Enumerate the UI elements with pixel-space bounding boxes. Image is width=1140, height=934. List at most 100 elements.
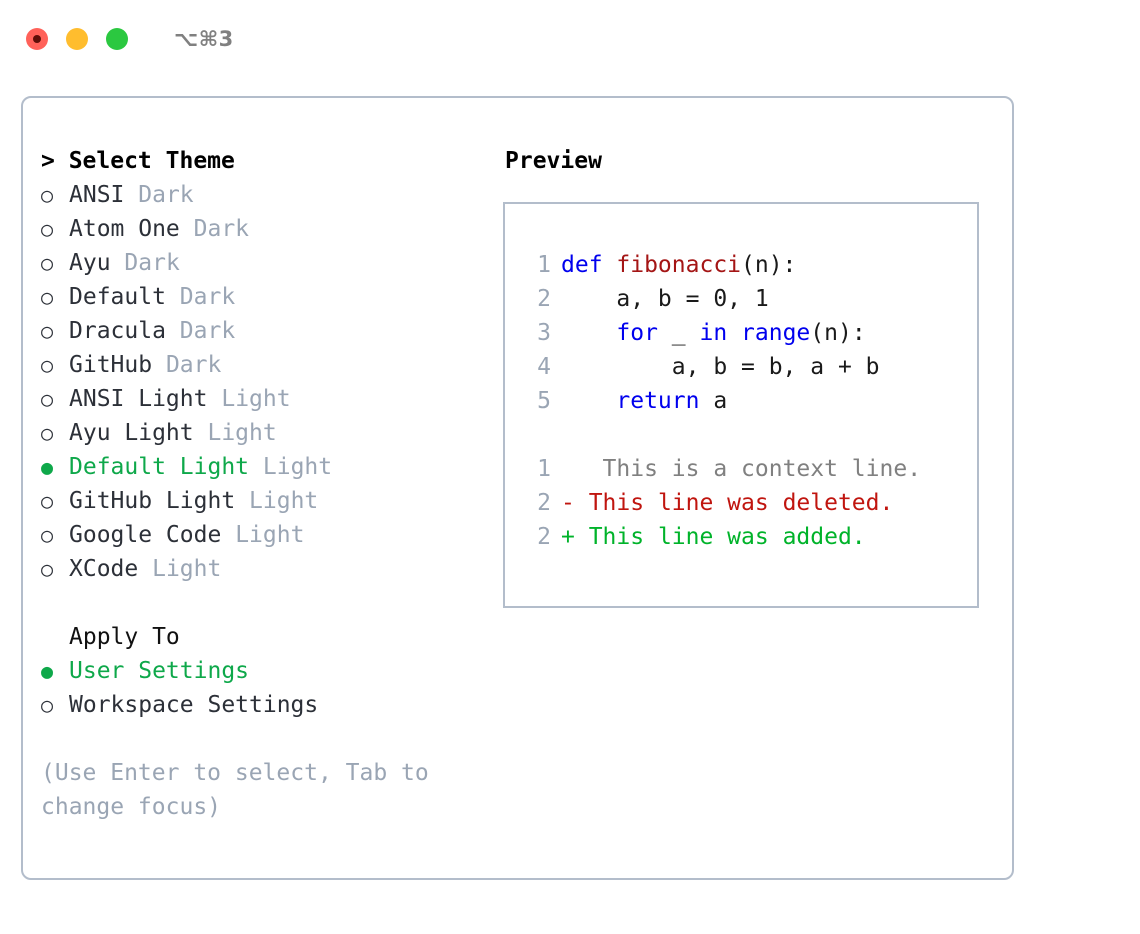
radio-unselected-icon: ○ — [41, 217, 54, 241]
label-badge-gap — [207, 382, 221, 416]
theme-variant-badge: Dark — [193, 216, 250, 242]
radio-unselected-icon: ○ — [41, 523, 54, 547]
code-token-kw: range — [741, 320, 811, 346]
code-line-text: def fibonacci(n): — [561, 248, 796, 282]
theme-option-github-light[interactable]: ○ GitHub Light Light — [41, 484, 503, 518]
radio-unselected-icon: ○ — [41, 489, 54, 513]
theme-option-ansi-light[interactable]: ○ ANSI Light Light — [41, 382, 503, 416]
theme-variant-badge: Dark — [124, 250, 180, 276]
apply-to-option-workspace-settings[interactable]: ○Workspace Settings — [41, 688, 503, 722]
theme-option-default[interactable]: ○Default Dark — [41, 280, 503, 314]
theme-option-xcode[interactable]: ○ XCode Light — [41, 552, 503, 586]
keyboard-shortcut-label: ⌥⌘3 — [174, 27, 234, 51]
code-token-plain: a, b = b, a + b — [561, 354, 880, 380]
maximize-button[interactable] — [106, 28, 128, 50]
label-badge-gap — [111, 246, 125, 280]
label-badge-gap — [166, 314, 180, 348]
diff-line-text: This line was added. — [574, 524, 866, 550]
preview-heading: Preview — [505, 148, 602, 174]
theme-option-default-light[interactable]: ●Default Light Light — [41, 450, 503, 484]
theme-option-list: ○ANSI Dark○Atom One Dark○Ayu Dark○Defaul… — [41, 178, 503, 586]
line-number: 4 — [537, 354, 551, 380]
code-token-plain: a, b = 0, 1 — [561, 286, 769, 312]
theme-option-ayu[interactable]: ○Ayu Dark — [41, 246, 503, 280]
code-line-text: a, b = b, a + b — [561, 350, 880, 384]
theme-variant-badge: Light — [249, 488, 319, 514]
code-line-text: for _ in range(n): — [561, 316, 866, 350]
radio-unselected-icon: ○ — [41, 557, 54, 581]
label-badge-gap — [194, 416, 208, 450]
radio-unselected-icon: ○ — [41, 183, 54, 207]
code-token-plain: a — [699, 388, 728, 414]
theme-option-label: GitHub — [69, 352, 153, 378]
diff-line-del: 2- This line was deleted. — [525, 486, 977, 520]
theme-option-label: Default Light — [69, 454, 250, 480]
code-token-plain: _ — [657, 320, 700, 346]
theme-variant-badge: Light — [207, 420, 277, 446]
code-line-text: return a — [561, 384, 727, 418]
theme-option-label: XCode — [69, 556, 139, 582]
theme-option-label: GitHub Light — [69, 488, 236, 514]
radio-unselected-icon: ○ — [41, 251, 54, 275]
radio-selected-icon: ● — [41, 455, 54, 479]
label-badge-gap — [124, 178, 138, 212]
theme-option-ansi[interactable]: ○ANSI Dark — [41, 178, 503, 212]
theme-variant-badge: Light — [235, 522, 305, 548]
theme-option-label: Ayu Light — [69, 420, 194, 446]
radio-unselected-icon: ○ — [41, 421, 54, 445]
code-line: 4 a, b = b, a + b — [525, 350, 977, 384]
theme-option-github[interactable]: ○ GitHub Dark — [41, 348, 503, 382]
label-badge-gap — [235, 484, 249, 518]
code-diff-spacer — [525, 418, 977, 452]
theme-option-label: Google Code — [69, 522, 222, 548]
diff-line-text: This is a context line. — [574, 456, 922, 482]
line-number: 3 — [537, 320, 551, 346]
diff-line-text: This line was deleted. — [574, 490, 894, 516]
diff-sample: 1 This is a context line.2- This line wa… — [525, 452, 977, 554]
theme-option-label: Atom One — [69, 216, 180, 242]
label-badge-gap — [166, 280, 180, 314]
label-badge-gap — [152, 348, 166, 382]
section-spacer — [41, 586, 503, 620]
code-line: 2 a, b = 0, 1 — [525, 282, 977, 316]
theme-variant-badge: Dark — [179, 318, 236, 344]
line-number: 1 — [537, 456, 551, 482]
radio-unselected-icon: ○ — [41, 387, 54, 411]
line-number: 2 — [537, 286, 551, 312]
apply-to-option-label: User Settings — [69, 658, 250, 684]
theme-option-label: Default — [69, 284, 166, 310]
apply-to-option-user-settings[interactable]: ● User Settings — [41, 654, 503, 688]
code-token-plain — [561, 320, 616, 346]
diff-line-ctx: 1 This is a context line. — [525, 452, 977, 486]
code-line: 3 for _ in range(n): — [525, 316, 977, 350]
code-token-plain: (n): — [810, 320, 866, 346]
theme-option-label: Dracula — [69, 318, 166, 344]
keyboard-hint-text: (Use Enter to select, Tab to change focu… — [41, 760, 443, 820]
close-button[interactable] — [26, 28, 48, 50]
diff-line-add: 2+ This line was added. — [525, 520, 977, 554]
radio-unselected-icon: ○ — [41, 353, 54, 377]
theme-variant-badge: Dark — [165, 352, 222, 378]
theme-picker-column: > Select Theme ○ANSI Dark○Atom One Dark○… — [41, 144, 503, 878]
theme-option-label: ANSI Light — [69, 386, 208, 412]
theme-option-google-code[interactable]: ○ Google Code Light — [41, 518, 503, 552]
theme-option-ayu-light[interactable]: ○ Ayu Light Light — [41, 416, 503, 450]
code-line-text: a, b = 0, 1 — [561, 282, 769, 316]
diff-marker — [561, 452, 575, 486]
window-controls — [26, 28, 128, 50]
label-badge-gap — [180, 212, 194, 246]
radio-unselected-icon: ○ — [41, 693, 54, 717]
minimize-button[interactable] — [66, 28, 88, 50]
radio-selected-icon: ● — [41, 659, 54, 683]
theme-option-atom-one[interactable]: ○ Atom One Dark — [41, 212, 503, 246]
theme-variant-badge: Light — [221, 386, 291, 412]
theme-option-dracula[interactable]: ○Dracula Dark — [41, 314, 503, 348]
theme-variant-badge: Light — [152, 556, 222, 582]
code-token-plain — [561, 388, 616, 414]
code-token-kw: in — [699, 320, 728, 346]
